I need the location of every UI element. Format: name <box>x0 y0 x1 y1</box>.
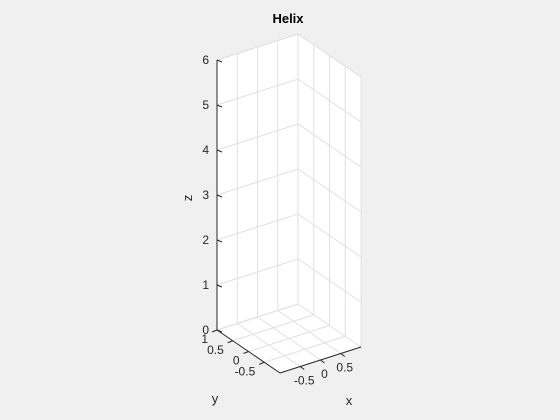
z-tick <box>216 149 223 153</box>
z-tick <box>216 194 223 198</box>
z-tick-label: 6 <box>202 53 209 67</box>
x-tick <box>320 359 325 364</box>
z-tick <box>216 104 223 108</box>
z-tick-label: 0 <box>202 323 209 337</box>
y-tick <box>259 361 265 365</box>
grid-lines <box>216 33 362 367</box>
y-tick <box>227 340 233 344</box>
z-tick <box>216 329 223 333</box>
x-tick-label: -0.5 <box>294 374 315 388</box>
x-tick <box>299 366 305 370</box>
z-tick <box>216 239 223 243</box>
tick-marks <box>211 59 346 370</box>
y-tick-label: 0.5 <box>207 343 224 357</box>
z-tick-label: 1 <box>202 278 209 292</box>
x-tick-label: 0.5 <box>336 361 353 375</box>
y-grid-line <box>248 55 330 352</box>
y-tick <box>243 351 249 354</box>
x-axis-label: x <box>346 393 353 408</box>
z-tick-label: 2 <box>202 233 209 247</box>
x-tick <box>340 353 346 357</box>
y-grid-line <box>232 44 315 342</box>
y-tick <box>211 329 218 333</box>
chart-title: Helix <box>272 11 304 26</box>
x-tick-label: 0 <box>321 367 328 381</box>
y-grid-line <box>264 66 346 363</box>
y-tick-label: 0 <box>233 354 240 368</box>
y-axis-label: y <box>212 391 219 406</box>
z-tick-label: 5 <box>202 98 209 112</box>
z-tick <box>216 59 223 63</box>
z-axis-label: z <box>180 195 195 202</box>
y-tick-label: -0.5 <box>235 364 256 378</box>
z-tick <box>216 284 223 288</box>
z-tick-label: 4 <box>202 143 209 157</box>
axes-panes <box>217 34 361 373</box>
z-tick-label: 3 <box>202 188 209 202</box>
y-tick-label: 1 <box>201 332 208 346</box>
